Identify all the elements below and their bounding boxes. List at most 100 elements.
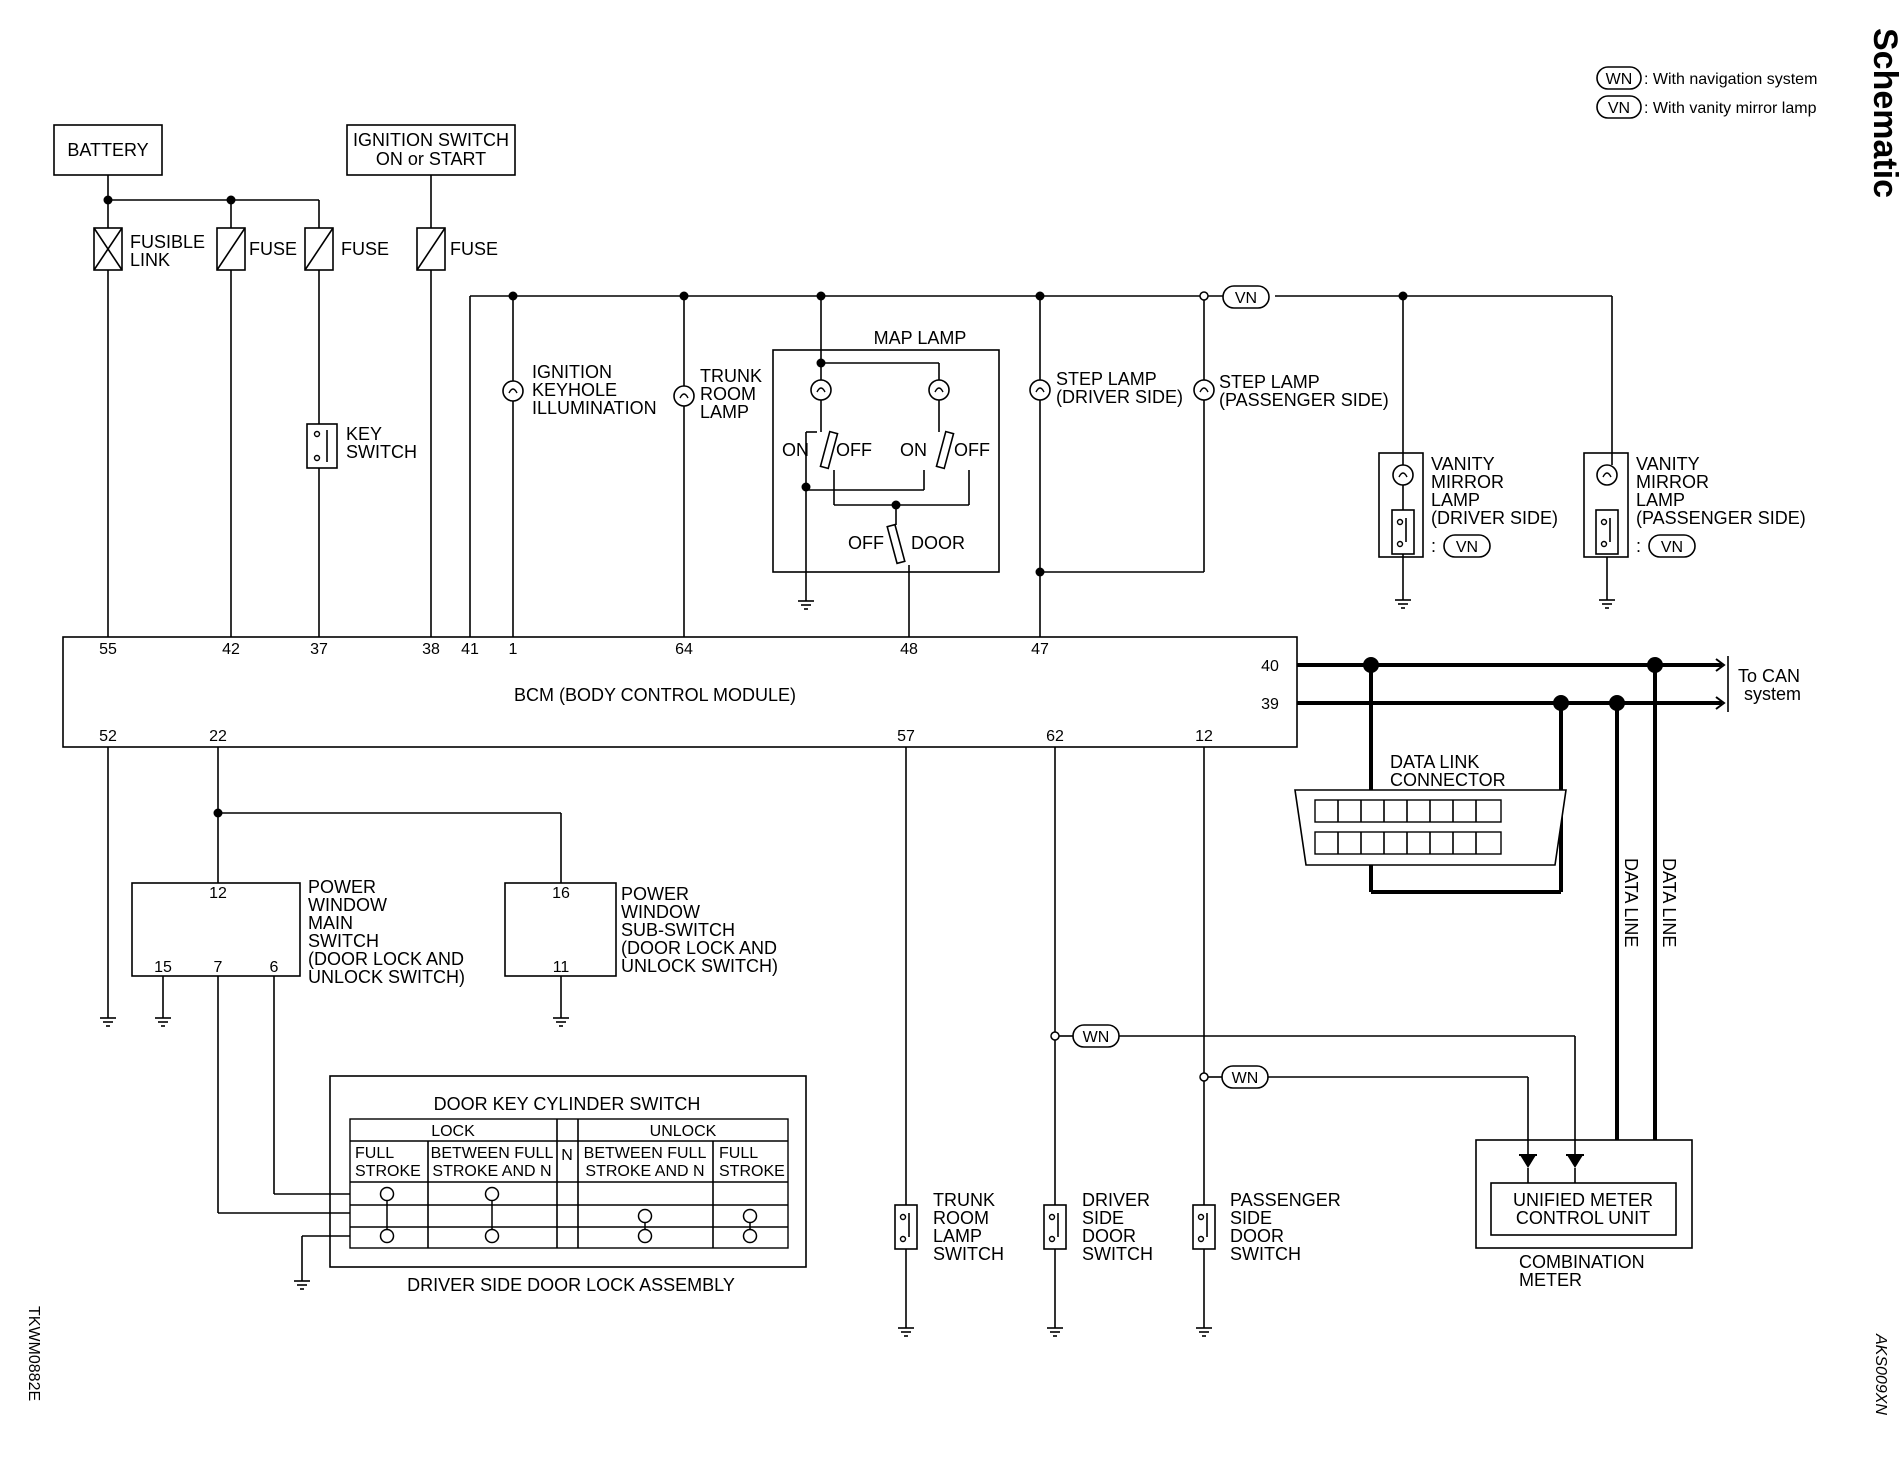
pw-main-label-6: UNLOCK SWITCH) [308, 967, 465, 987]
fuse-label-42: FUSE [249, 239, 297, 259]
map-off-left: OFF [836, 440, 872, 460]
unlock-full-stroke-1: FULL [719, 1145, 758, 1162]
unlock-header: UNLOCK [650, 1123, 717, 1140]
map-lamp-label: MAP LAMP [874, 328, 967, 348]
fusible-link-label-1: FUSIBLE [130, 232, 205, 252]
legend: WN : With navigation system VN : With va… [1596, 66, 1817, 119]
data-link-label-2: CONNECTOR [1390, 770, 1506, 790]
pw-main-label-5: (DOOR LOCK AND [308, 949, 464, 969]
trunk-lamp-switch-label-4: SWITCH [933, 1244, 1004, 1264]
door-key-cylinder-table [349, 1118, 789, 1249]
pin-40: 40 [1261, 658, 1279, 675]
vanity-passenger-label-3: LAMP [1636, 490, 1685, 510]
door-lock-assembly-box [329, 1075, 807, 1268]
driver-door-switch-label-1: DRIVER [1082, 1190, 1150, 1210]
pw-main-label-4: SWITCH [308, 931, 379, 951]
key-switch-label-2: SWITCH [346, 442, 417, 462]
passenger-door-switch-label-1: PASSENGER [1230, 1190, 1341, 1210]
fuse-label-37: FUSE [341, 239, 389, 259]
pin-37: 37 [310, 641, 328, 658]
vanity-passenger-label-1: VANITY [1636, 454, 1700, 474]
vanity-driver-label-4: (DRIVER SIDE) [1431, 508, 1558, 528]
fusible-link-icon [93, 227, 123, 271]
to-can-label-1: To CAN [1738, 666, 1800, 686]
ign-keyhole-label-2: KEYHOLE [532, 380, 617, 400]
pin-52: 52 [99, 728, 117, 745]
pw-main-switch-box [131, 882, 301, 977]
trunk-room-lamp-label-3: LAMP [700, 402, 749, 422]
svg-text::: : [1431, 536, 1436, 556]
svg-text::: : [1636, 536, 1641, 556]
fuse-label-38: FUSE [450, 239, 498, 259]
bcm-label: BCM (BODY CONTROL MODULE) [514, 685, 796, 705]
step-lamp-passenger-label-2: (PASSENGER SIDE) [1219, 390, 1389, 410]
legend-code-vn: VN [1608, 100, 1630, 117]
trunk-lamp-switch-label-2: ROOM [933, 1208, 989, 1228]
passenger-door-switch-label-4: SWITCH [1230, 1244, 1301, 1264]
wn-badge-passenger-label: WN [1232, 1070, 1259, 1087]
map-on-right: ON [900, 440, 927, 460]
vanity-passenger-vn: VN [1661, 539, 1683, 556]
n-header: N [561, 1147, 573, 1164]
pw-sub-label-1: POWER [621, 884, 689, 904]
map-off-right: OFF [954, 440, 990, 460]
fuse-icon [416, 227, 446, 271]
doc-id-right: AKS009XN [1872, 1333, 1889, 1415]
pin-41: 41 [461, 641, 479, 658]
fuse-icon [304, 227, 334, 271]
vn-badge-label: VN [1235, 290, 1257, 307]
ignition-switch-box [346, 124, 516, 176]
trunk-room-lamp-label-1: TRUNK [700, 366, 762, 386]
pw-sub-pin-16: 16 [552, 885, 570, 902]
ign-keyhole-label-1: IGNITION [532, 362, 612, 382]
pw-main-pin-6: 6 [270, 959, 279, 976]
pw-sub-label-2: WINDOW [621, 902, 700, 922]
vanity-driver-box [1378, 452, 1424, 558]
pin-64: 64 [675, 641, 693, 658]
pin-38: 38 [422, 641, 440, 658]
data-link-label-1: DATA LINK [1390, 752, 1479, 772]
pin-39: 39 [1261, 696, 1279, 713]
driver-door-switch-label-4: SWITCH [1082, 1244, 1153, 1264]
vanity-passenger-box [1583, 452, 1629, 558]
passenger-door-switch-label-3: DOOR [1230, 1226, 1284, 1246]
key-switch-icon [306, 423, 338, 469]
vanity-passenger-label-4: (PASSENGER SIDE) [1636, 508, 1806, 528]
driver-door-switch-label-2: SIDE [1082, 1208, 1124, 1228]
lock-between-2: STROKE AND N [432, 1163, 551, 1180]
pw-main-label-1: POWER [308, 877, 376, 897]
pin-57: 57 [897, 728, 915, 745]
lock-full-stroke-1: FULL [355, 1145, 394, 1162]
pw-sub-pin-11: 11 [553, 959, 570, 976]
vn-badge [1222, 285, 1270, 309]
passenger-door-switch-label-2: SIDE [1230, 1208, 1272, 1228]
ignition-switch-label-2: ON or START [376, 149, 486, 169]
vanity-driver-label-2: MIRROR [1431, 472, 1504, 492]
pw-main-pin-7: 7 [214, 959, 223, 976]
unified-meter-box [1490, 1182, 1677, 1236]
key-switch-label-1: KEY [346, 424, 382, 444]
pin-12: 12 [1195, 728, 1213, 745]
to-can-label-2: system [1744, 684, 1801, 704]
pin-1: 1 [509, 641, 518, 658]
pin-47: 47 [1031, 641, 1049, 658]
legend-text-vn: : With vanity mirror lamp [1644, 100, 1817, 117]
unlock-between-2: STROKE AND N [585, 1163, 704, 1180]
wn-badge-driver-label: WN [1083, 1029, 1110, 1046]
map-off-door: OFF [848, 533, 884, 553]
pw-sub-switch-box [504, 882, 617, 977]
data-link-connector-icon [1294, 789, 1567, 866]
pw-sub-label-4: (DOOR LOCK AND [621, 938, 777, 958]
vanity-driver-label-3: LAMP [1431, 490, 1480, 510]
ign-keyhole-label-3: ILLUMINATION [532, 398, 657, 418]
combination-meter-label-2: METER [1519, 1270, 1582, 1290]
pin-22: 22 [209, 728, 227, 745]
bcm-box [62, 636, 1298, 748]
legend-code-wn: WN [1606, 71, 1633, 88]
pw-main-label-2: WINDOW [308, 895, 387, 915]
trunk-lamp-switch-label-1: TRUNK [933, 1190, 995, 1210]
section-title: Schematic [1866, 28, 1904, 198]
step-lamp-driver-label-1: STEP LAMP [1056, 369, 1157, 389]
step-lamp-driver-label-2: (DRIVER SIDE) [1056, 387, 1183, 407]
